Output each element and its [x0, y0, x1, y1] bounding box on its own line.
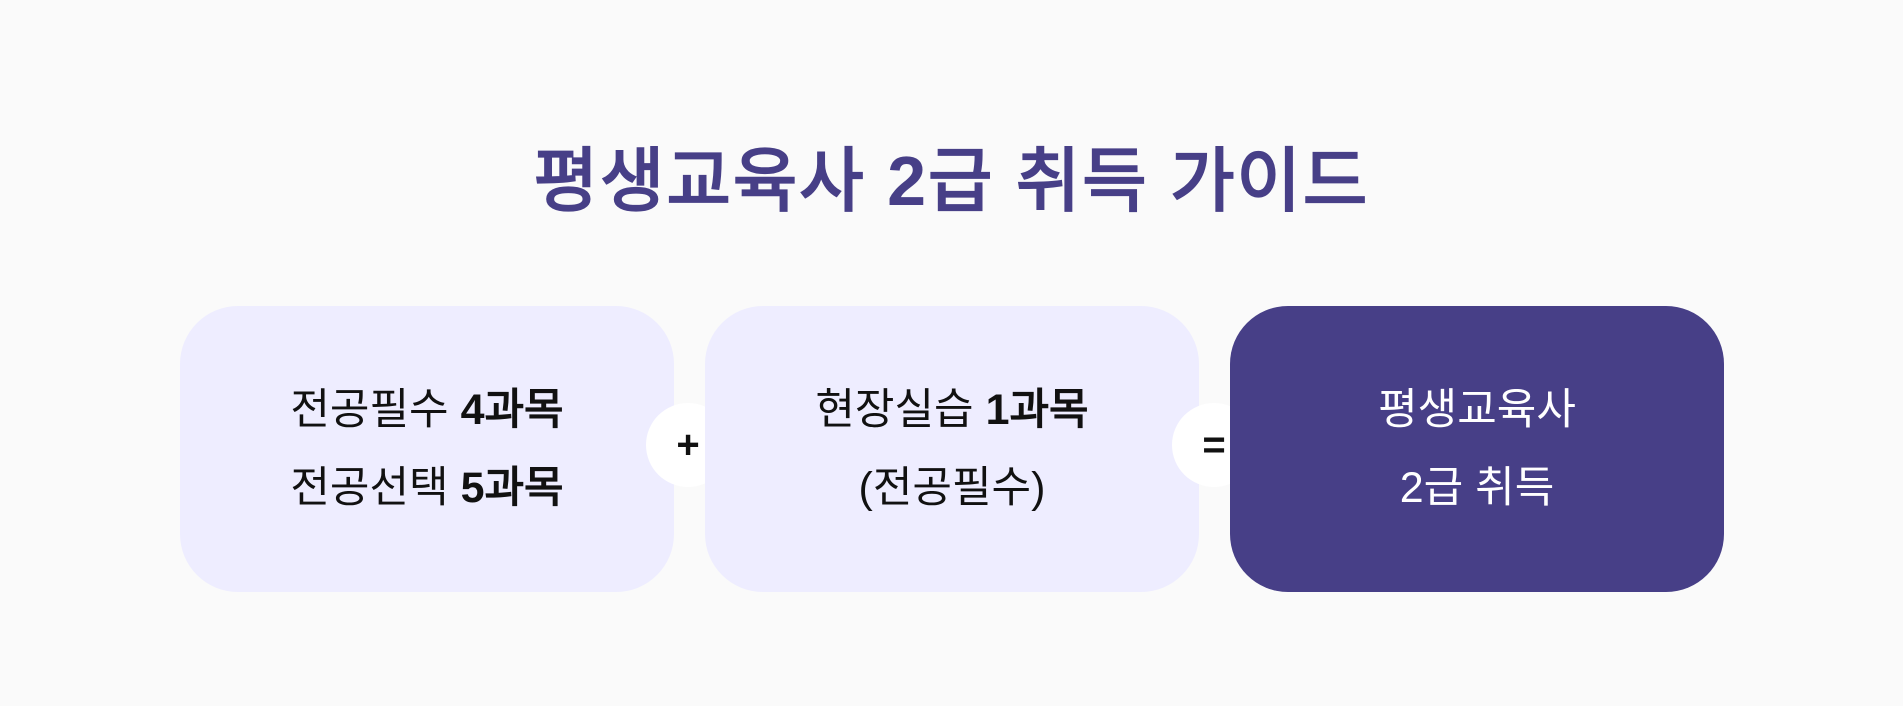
- line-count: 5과목: [460, 464, 564, 512]
- box-line: 전공선택 5과목: [290, 449, 563, 527]
- line-count: 4과목: [460, 386, 564, 434]
- box-line: 2급 취득: [1399, 464, 1555, 512]
- result-box: 평생교육사 2급 취득: [1230, 306, 1724, 592]
- line-text: 전공선택: [290, 464, 461, 512]
- box-line: (전공필수): [859, 449, 1046, 527]
- line-text: 전공필수: [290, 386, 461, 434]
- box-line: 평생교육사: [1378, 386, 1576, 434]
- line-count: 1과목: [985, 386, 1089, 434]
- page-title: 평생교육사 2급 취득 가이드: [533, 142, 1370, 220]
- line-text: (전공필수): [858, 464, 1046, 512]
- practicum-box: 현장실습 1과목 (전공필수): [705, 306, 1199, 592]
- box-line: 전공필수 4과목: [290, 371, 563, 449]
- major-courses-box: 전공필수 4과목 전공선택 5과목: [180, 306, 674, 592]
- line-text: 현장실습: [815, 386, 986, 434]
- box-line: 현장실습 1과목: [815, 371, 1088, 449]
